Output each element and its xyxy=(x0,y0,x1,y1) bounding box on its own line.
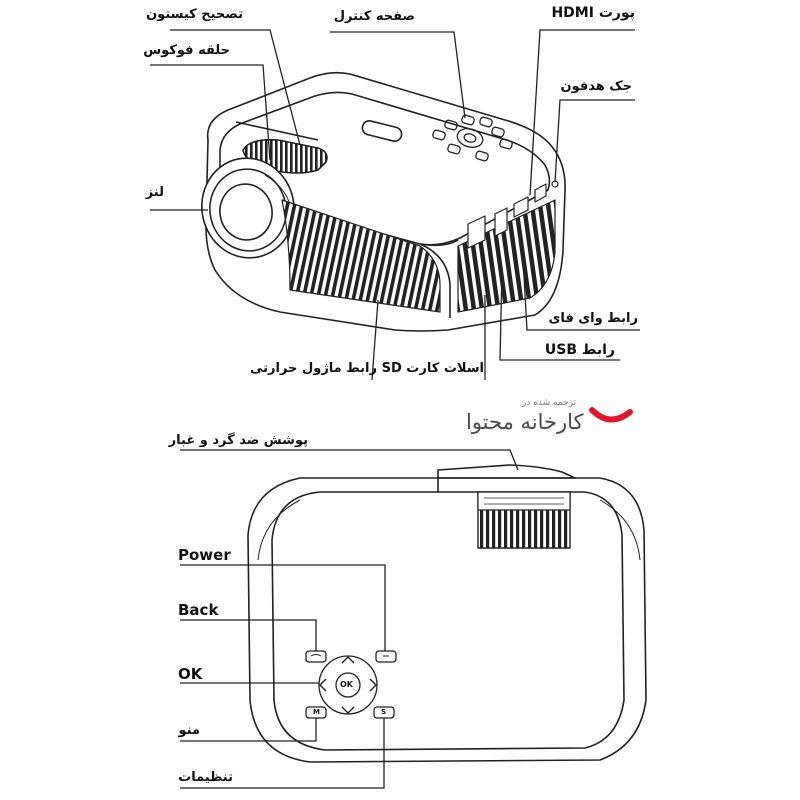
brand-logo-icon xyxy=(589,407,633,423)
label-usb-port: رابط USB xyxy=(544,342,615,358)
label-wifi-module: رابط وای فای xyxy=(548,311,638,326)
label-ok: OK xyxy=(178,665,203,683)
watermark-brand: کارخانه محتوا xyxy=(466,410,584,434)
top-view-inner xyxy=(271,491,625,751)
dpad-ring xyxy=(318,655,378,715)
watermark-caption: ترجمه شده در xyxy=(522,398,577,408)
label-back: Back xyxy=(178,601,219,619)
label-dust-cover: پوشش ضد گرد و غبار xyxy=(168,433,308,448)
label-settings: تنظیمات xyxy=(178,770,233,785)
settings-key-glyph: S xyxy=(381,708,387,716)
front-grille xyxy=(281,199,441,313)
label-power: Power xyxy=(178,546,231,564)
ok-key xyxy=(335,672,361,698)
back-key xyxy=(305,650,327,663)
power-key xyxy=(375,650,397,663)
label-menu: منو xyxy=(178,723,200,738)
dust-cover xyxy=(437,464,576,479)
label-lens: لنز xyxy=(145,185,164,200)
label-hdmi-port: پورت HDMI xyxy=(551,5,635,21)
label-headphone-jack: جک هدفون xyxy=(560,79,633,94)
top-view-leader-lines xyxy=(180,449,519,789)
lens xyxy=(201,157,295,259)
side-grille xyxy=(457,199,556,313)
iso-leader-lines xyxy=(150,29,640,381)
projector-iso-view xyxy=(201,71,566,332)
side-ports xyxy=(467,180,559,249)
top-badge xyxy=(361,120,403,142)
label-thermal-module: رابط ماژول حرارتی xyxy=(250,361,377,376)
label-sd-slot: اسلات کارت SD xyxy=(381,361,484,376)
label-keystone: تصحیح کیستون xyxy=(146,7,243,22)
projector-top-view xyxy=(247,464,647,763)
top-view-outer xyxy=(247,477,647,763)
control-panel-buttons xyxy=(432,114,513,162)
menu-key-glyph: M xyxy=(313,708,320,716)
projector-body-outline xyxy=(205,71,566,332)
label-focus-ring: حلقه فوکوس xyxy=(143,43,230,58)
label-control-panel: صفحه کنترل xyxy=(333,9,415,24)
ok-key-glyph: OK xyxy=(340,680,353,689)
